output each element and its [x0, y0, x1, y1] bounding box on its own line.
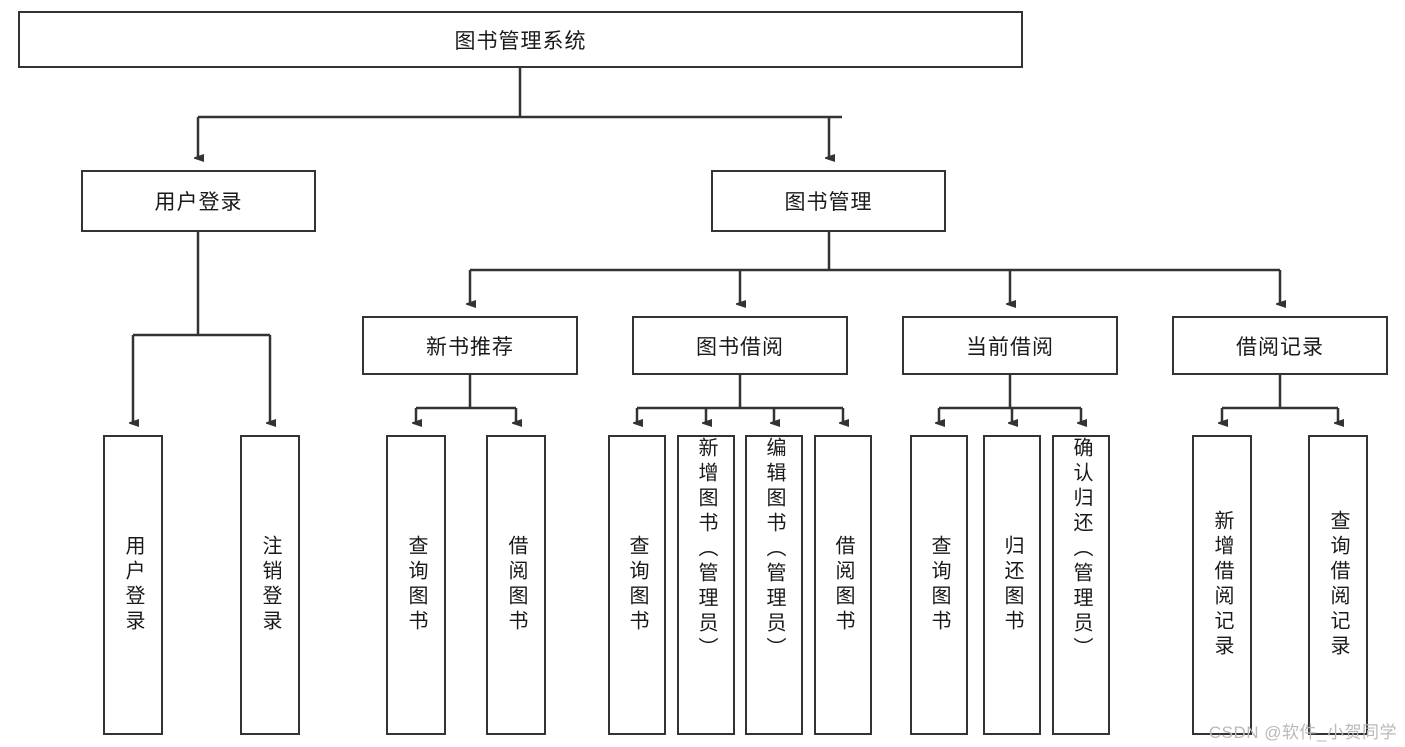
node-leaf-query-book-2[interactable]: 查询图书	[608, 435, 666, 735]
node-root-label: 图书管理系统	[454, 29, 587, 53]
watermark: CSDN @软件_小贺同学	[1208, 723, 1397, 742]
node-borrow-record-label: 借阅记录	[1236, 335, 1324, 359]
node-leaf-borrow-book-2[interactable]: 借阅图书	[814, 435, 872, 735]
node-root[interactable]: 图书管理系统	[18, 11, 1023, 68]
node-leaf-return-book[interactable]: 归还图书	[983, 435, 1041, 735]
node-user-login[interactable]: 用户登录	[81, 170, 316, 232]
node-leaf-confirm-return-admin[interactable]: 确认归还（管理员）	[1052, 435, 1110, 735]
node-leaf-borrow-book-1[interactable]: 借阅图书	[486, 435, 546, 735]
node-leaf-confirm-return-admin-label: 确认归还（管理员）	[1070, 437, 1092, 662]
node-leaf-add-book-admin-label: 新增图书（管理员）	[695, 437, 717, 662]
node-leaf-query-borrow-record[interactable]: 查询借阅记录	[1308, 435, 1368, 735]
node-new-book-recommend[interactable]: 新书推荐	[362, 316, 578, 375]
node-leaf-logout-login-label: 注销登录	[259, 535, 281, 635]
node-new-book-recommend-label: 新书推荐	[426, 335, 514, 359]
node-current-borrow[interactable]: 当前借阅	[902, 316, 1118, 375]
node-leaf-query-borrow-record-label: 查询借阅记录	[1327, 510, 1349, 660]
node-leaf-query-book-3-label: 查询图书	[928, 535, 950, 635]
node-leaf-add-borrow-record[interactable]: 新增借阅记录	[1192, 435, 1252, 735]
node-leaf-edit-book-admin[interactable]: 编辑图书（管理员）	[745, 435, 803, 735]
node-leaf-return-book-label: 归还图书	[1001, 535, 1023, 635]
node-book-borrow-label: 图书借阅	[696, 335, 784, 359]
node-user-login-label: 用户登录	[154, 191, 243, 214]
node-leaf-query-book-1-label: 查询图书	[405, 535, 427, 635]
node-leaf-user-login-label: 用户登录	[122, 535, 144, 635]
node-leaf-user-login[interactable]: 用户登录	[103, 435, 163, 735]
node-leaf-logout-login[interactable]: 注销登录	[240, 435, 300, 735]
node-leaf-borrow-book-1-label: 借阅图书	[505, 535, 527, 635]
node-current-borrow-label: 当前借阅	[966, 335, 1054, 359]
node-leaf-add-book-admin[interactable]: 新增图书（管理员）	[677, 435, 735, 735]
node-leaf-edit-book-admin-label: 编辑图书（管理员）	[763, 437, 785, 662]
node-book-borrow[interactable]: 图书借阅	[632, 316, 848, 375]
node-leaf-query-book-1[interactable]: 查询图书	[386, 435, 446, 735]
node-leaf-add-borrow-record-label: 新增借阅记录	[1211, 510, 1233, 660]
node-book-manage[interactable]: 图书管理	[711, 170, 946, 232]
node-book-manage-label: 图书管理	[784, 191, 873, 214]
node-leaf-query-book-2-label: 查询图书	[626, 535, 648, 635]
node-borrow-record[interactable]: 借阅记录	[1172, 316, 1388, 375]
node-leaf-borrow-book-2-label: 借阅图书	[832, 535, 854, 635]
node-leaf-query-book-3[interactable]: 查询图书	[910, 435, 968, 735]
